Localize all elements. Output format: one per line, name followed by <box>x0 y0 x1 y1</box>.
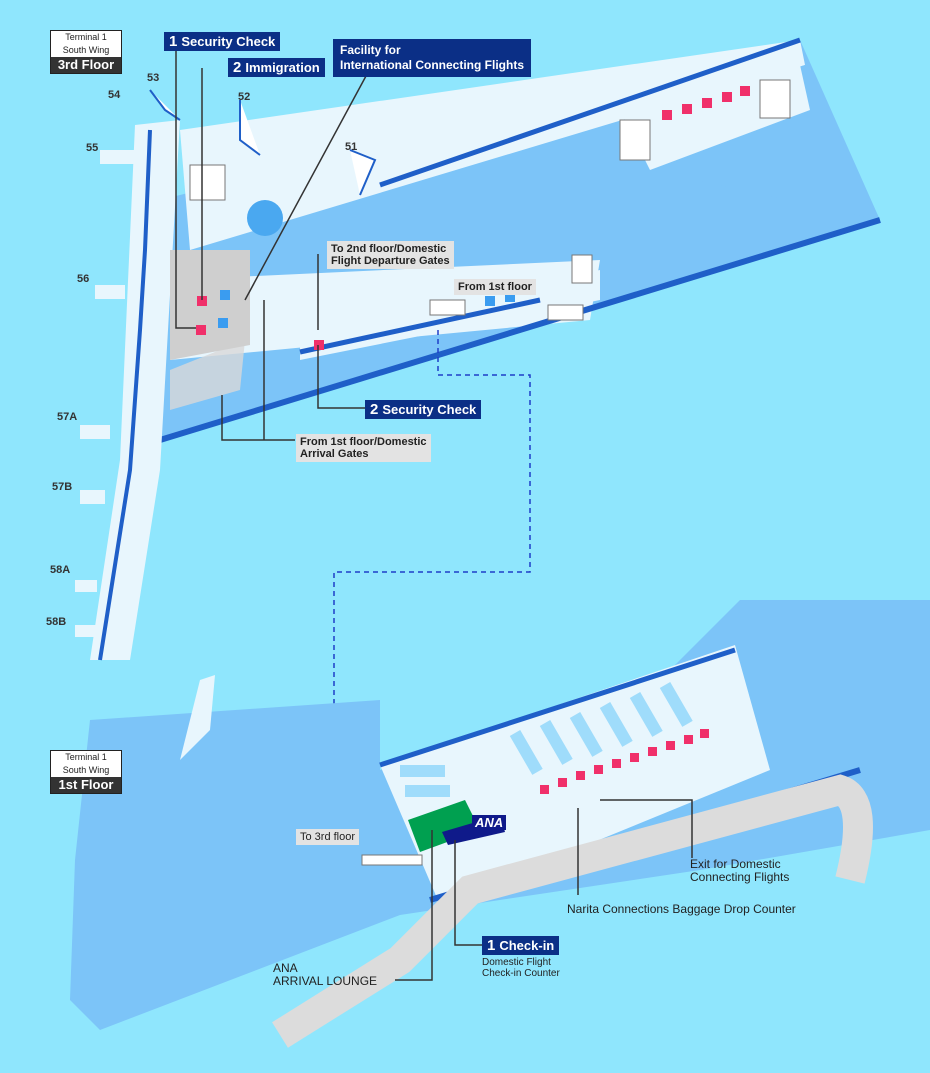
terminal-label: Terminal 1 <box>51 751 121 764</box>
label-text: Security Check <box>181 34 276 49</box>
label-line: From 1st floor/Domestic <box>300 436 427 448</box>
label-line: Domestic Flight <box>482 957 551 968</box>
wing-label: South Wing <box>51 764 121 777</box>
label-line: ARRIVAL LOUNGE <box>273 974 378 988</box>
floor-label: 1st Floor <box>51 777 121 793</box>
gate-55: 55 <box>86 142 99 154</box>
label-line: Facility for <box>340 43 401 57</box>
gate-58b: 58B <box>46 616 67 628</box>
gate-57b: 57B <box>52 481 73 493</box>
gate-58a: 58A <box>50 564 71 576</box>
from-1st-floor-label: From 1st floor <box>454 279 536 295</box>
terminal-label: Terminal 1 <box>51 31 121 44</box>
floor-label: 3rd Floor <box>51 57 121 73</box>
gate-51: 51 <box>345 141 358 153</box>
gate-52: 52 <box>238 91 251 103</box>
floor-badge-1st: Terminal 1 South Wing 1st Floor <box>50 750 122 794</box>
label-line: To 2nd floor/Domestic <box>331 243 447 255</box>
label-line: ANA <box>273 961 298 975</box>
gate-56: 56 <box>77 273 90 285</box>
label-text: Immigration <box>245 60 320 75</box>
gate-53: 53 <box>147 72 160 84</box>
label-line: Connecting Flights <box>690 870 790 884</box>
ana-logo: ANA <box>472 815 507 830</box>
leader-lines <box>175 46 693 981</box>
gate-54: 54 <box>108 89 121 101</box>
label-line: Check-in Counter <box>482 968 560 979</box>
step-number: 1 <box>487 937 496 954</box>
label-line: Exit for Domestic <box>690 857 781 871</box>
label-text: Check-in <box>499 938 555 953</box>
label-line: Arrival Gates <box>300 448 369 460</box>
baggage-drop-label: Narita Connections Baggage Drop Counter <box>567 902 796 916</box>
wing-label: South Wing <box>51 44 121 57</box>
third-floor-plan <box>75 37 881 661</box>
step-number: 2 <box>233 59 242 76</box>
step-number: 2 <box>370 401 379 418</box>
floor-badge-3rd: Terminal 1 South Wing 3rd Floor <box>50 30 122 74</box>
gate-57a: 57A <box>57 411 78 423</box>
label-line: Flight Departure Gates <box>331 255 450 267</box>
label-text: Security Check <box>382 402 477 417</box>
step-number: 1 <box>169 33 178 50</box>
label-line: International Connecting Flights <box>340 58 524 72</box>
to-3rd-floor-label: To 3rd floor <box>296 829 360 845</box>
